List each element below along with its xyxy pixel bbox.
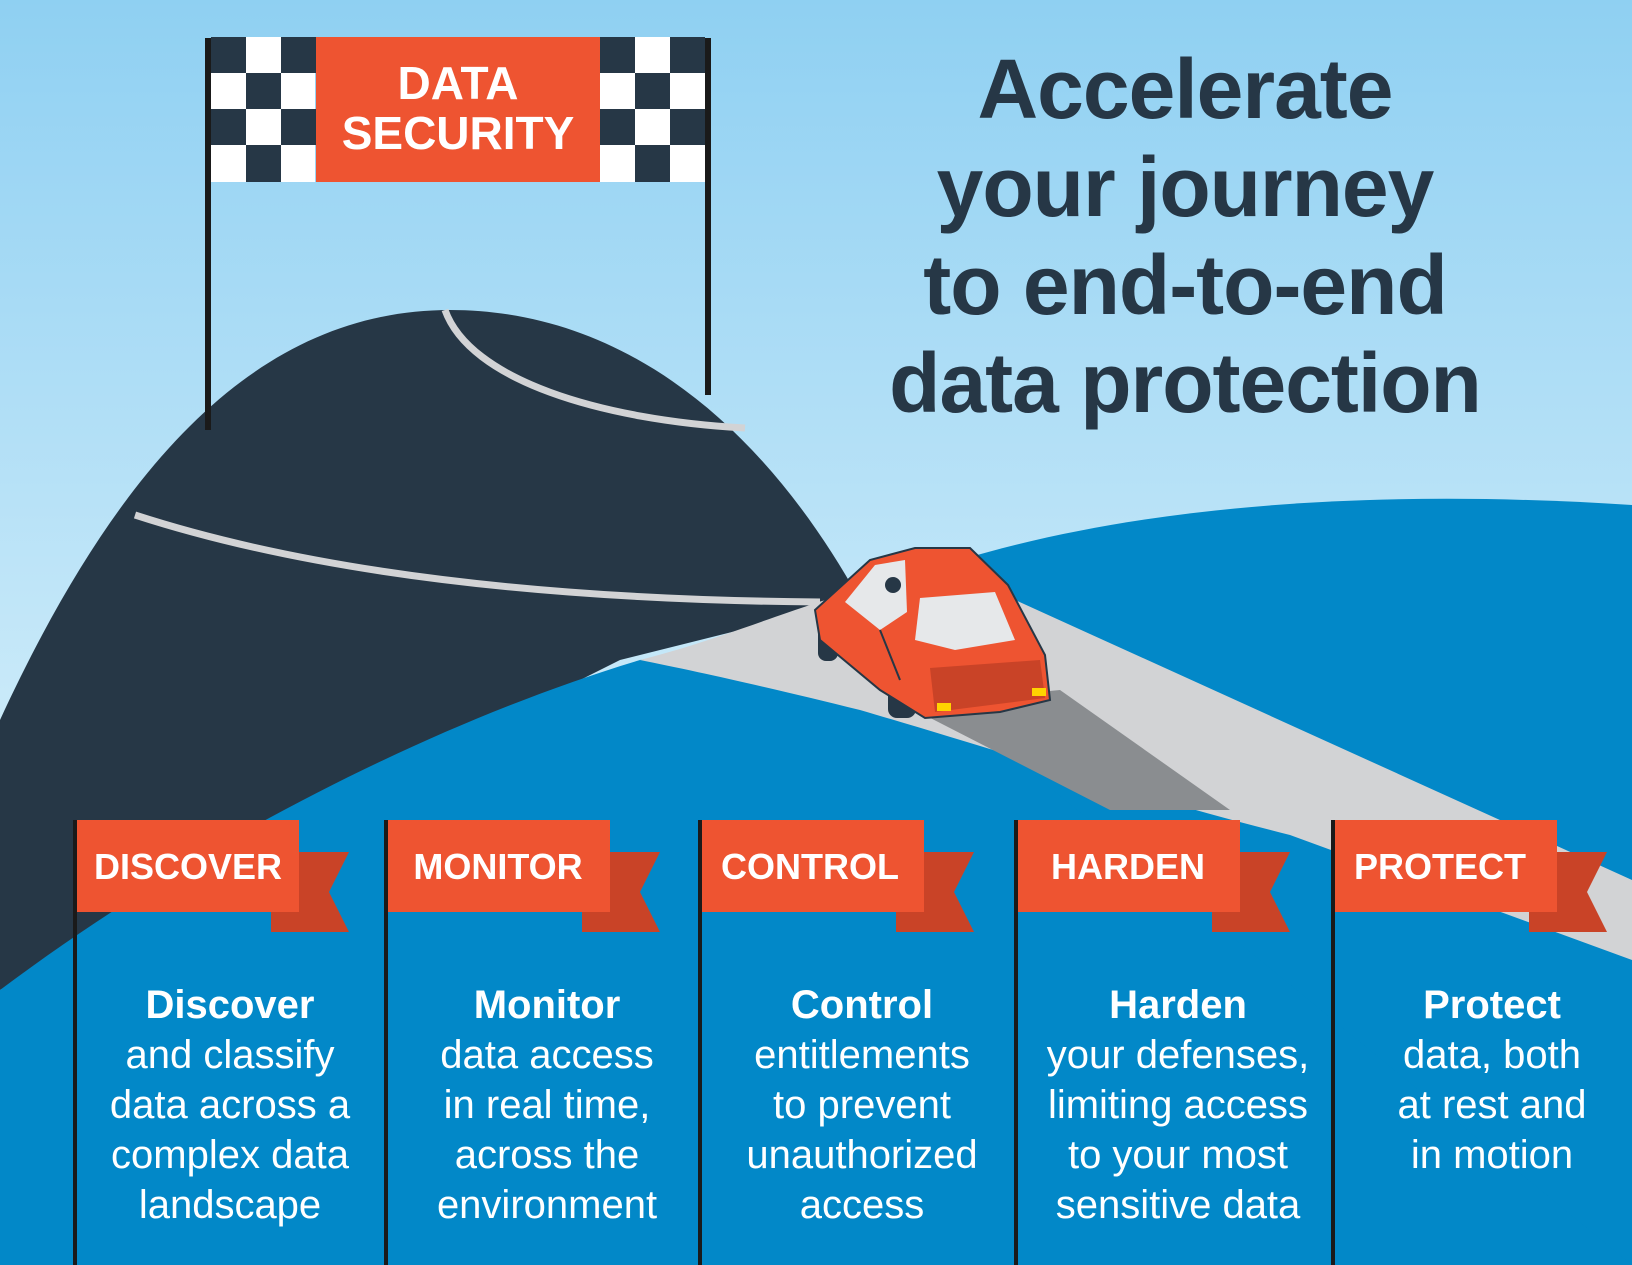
- step-line: sensitive data: [1055, 1183, 1301, 1227]
- step-line: complex data: [111, 1133, 349, 1177]
- step-title-protect: PROTECT: [1353, 846, 1526, 887]
- step-line: limiting access: [1047, 1083, 1309, 1127]
- car-shadow: [905, 690, 1230, 810]
- step-ribbon-harden: [1018, 820, 1240, 912]
- step-line: your defenses,: [1046, 1033, 1310, 1077]
- step-line: landscape: [138, 1183, 322, 1227]
- hill-road-upper-line: [441, 308, 746, 432]
- step-title-control: CONTROL: [721, 846, 899, 887]
- step-line: environment: [436, 1183, 658, 1227]
- hill-road-lower-line: [133, 511, 821, 606]
- step-ribbon-control: [702, 820, 924, 912]
- step-description-discover: Discover and classify data across a comp…: [80, 980, 380, 1230]
- flag-label-panel: [316, 37, 600, 182]
- step-description-harden: Harden your defenses, limiting access to…: [1028, 980, 1328, 1230]
- step-line: data, both: [1403, 1033, 1581, 1077]
- step-title-monitor: MONITOR: [413, 846, 583, 887]
- step-line: across the: [454, 1133, 640, 1177]
- red-car-icon: [813, 547, 1052, 720]
- step-line: at rest and: [1397, 1083, 1587, 1127]
- step-line: data across a: [109, 1083, 351, 1127]
- headline-line3: to end-to-end: [923, 238, 1448, 332]
- headline-line4: data protection: [889, 336, 1482, 430]
- step-title-discover: DISCOVER: [93, 846, 283, 887]
- step-ribbon-discover: [77, 820, 299, 912]
- flag-label-line2: SECURITY: [341, 107, 575, 159]
- checkered-finish-flag-icon: [211, 37, 705, 182]
- step-description-protect: Protect data, both at rest and in motion: [1342, 980, 1632, 1180]
- step-lead-control: Control: [790, 983, 934, 1027]
- headline: Accelerate your journey to end-to-end da…: [800, 40, 1570, 432]
- step-line: to your most: [1067, 1133, 1289, 1177]
- step-description-control: Control entitlements to prevent unauthor…: [712, 980, 1012, 1230]
- step-ribbon-monitor: [388, 820, 610, 912]
- step-title-harden: HARDEN: [1050, 846, 1205, 887]
- step-line: and classify: [125, 1033, 335, 1077]
- flag-label: DATA SECURITY: [316, 58, 600, 158]
- headline-line2: your journey: [936, 140, 1435, 234]
- step-line: to prevent: [773, 1083, 951, 1127]
- step-lead-protect: Protect: [1423, 983, 1561, 1027]
- step-line: data access: [440, 1033, 654, 1077]
- step-ribbon-protect: [1335, 820, 1557, 912]
- step-description-monitor: Monitor data access in real time, across…: [397, 980, 697, 1230]
- step-line: unauthorized: [746, 1133, 978, 1177]
- step-lead-harden: Harden: [1109, 983, 1247, 1027]
- step-line: entitlements: [754, 1033, 970, 1077]
- ground-left: [0, 636, 1632, 1265]
- step-lead-monitor: Monitor: [473, 983, 621, 1027]
- flag-label-line1: DATA: [397, 57, 519, 109]
- step-line: in motion: [1410, 1133, 1574, 1177]
- step-line: in real time,: [443, 1083, 651, 1127]
- headline-line1: Accelerate: [977, 42, 1394, 136]
- step-lead-discover: Discover: [145, 983, 315, 1027]
- step-line: access: [799, 1183, 925, 1227]
